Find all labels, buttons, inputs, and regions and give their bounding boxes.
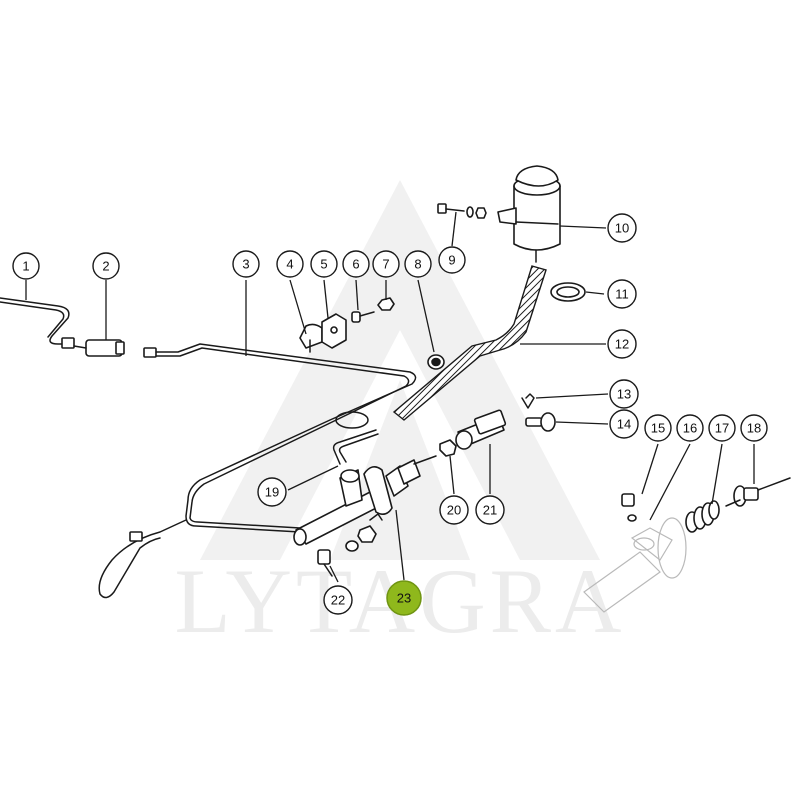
callout-14[interactable]: 14 [609,409,639,439]
part-1-pipe-second-wall [0,301,65,338]
callout-9[interactable]: 9 [438,246,466,274]
callout-6[interactable]: 6 [342,250,370,278]
svg-text:3: 3 [242,257,249,272]
svg-text:19: 19 [265,485,279,500]
callout-5[interactable]: 5 [310,250,338,278]
leader-15 [641,443,659,495]
callouts: 1 2 3 4 5 6 7 8 9 10 11 12 13 14 15 16 1… [12,213,768,616]
part-19-pipe-bend [332,429,377,465]
callout-22[interactable]: 22 [323,585,353,615]
svg-text:12: 12 [615,337,629,352]
callout-15[interactable]: 15 [644,414,672,442]
callout-23-highlighted[interactable]: 23 [386,580,422,616]
callout-1[interactable]: 1 [12,252,40,280]
leader-9 [451,211,457,247]
leader-4 [289,279,307,335]
part-9-bolt-set [437,203,487,219]
svg-text:20: 20 [447,503,461,518]
svg-text:9: 9 [448,253,455,268]
svg-text:1: 1 [22,259,29,274]
part-8-grommet [427,354,445,370]
part-14-clevis-pin [525,412,556,432]
part-10-fluid-reservoir [497,165,561,263]
callout-7[interactable]: 7 [372,250,400,278]
callout-16[interactable]: 16 [676,414,704,442]
callout-10[interactable]: 10 [607,213,637,243]
svg-text:4: 4 [286,257,293,272]
leader-8 [417,279,435,353]
callout-3[interactable]: 3 [232,250,260,278]
callout-11[interactable]: 11 [607,279,637,309]
leader-6 [355,279,359,311]
svg-text:11: 11 [615,287,629,302]
callout-13[interactable]: 13 [609,379,639,409]
part-5-clamp-block [321,313,347,349]
part-20-lock-nut [439,439,457,457]
part-3-clutch-pipe [98,343,417,599]
part-6-screw [351,311,375,323]
part-1-brake-pipe [0,297,71,345]
leader-23 [395,509,405,581]
svg-text:10: 10 [615,221,629,236]
part-7-nut [377,297,395,311]
leader-22 [329,565,339,583]
leader-5 [323,279,329,319]
svg-text:8: 8 [414,257,421,272]
svg-text:14: 14 [617,417,631,432]
part-18-pushrod [725,477,791,507]
callout-21[interactable]: 21 [475,495,505,525]
svg-text:17: 17 [715,421,729,436]
part-23-master-cylinder [293,455,437,546]
leader-11 [585,291,605,295]
leader-10 [559,225,607,229]
svg-text:21: 21 [483,503,497,518]
callout-8[interactable]: 8 [404,250,432,278]
callout-17[interactable]: 17 [708,414,736,442]
part-15-bleed-nipple [621,493,637,522]
part-12-hose [392,265,547,421]
leader-lines [25,211,755,583]
leader-16 [649,443,691,521]
callout-2[interactable]: 2 [92,252,120,280]
part-22-bolt-set [317,525,377,577]
part-2-union-connector [73,339,125,357]
svg-text:22: 22 [331,593,345,608]
svg-text:5: 5 [320,257,327,272]
svg-text:15: 15 [651,421,665,436]
callout-18[interactable]: 18 [740,414,768,442]
part-21-clevis-fork [455,409,507,450]
part-1-pipe-nut [61,337,75,349]
part-17-dust-boot [685,500,720,533]
leader-19 [287,465,339,491]
svg-text:16: 16 [683,421,697,436]
callout-4[interactable]: 4 [276,250,304,278]
leader-17 [711,443,723,505]
callout-12[interactable]: 12 [607,329,637,359]
part-19-pipe-bend-wall [338,433,379,463]
svg-text:23: 23 [397,591,411,606]
part-13-cotter-pin [521,393,535,409]
leader-13 [535,393,609,399]
svg-text:13: 13 [617,387,631,402]
part-16-cylinder-body [583,517,687,613]
svg-text:7: 7 [382,257,389,272]
svg-text:2: 2 [102,259,109,274]
svg-text:6: 6 [352,257,359,272]
leader-14 [555,421,609,425]
part-11-seal-ring [550,282,586,302]
callout-19[interactable]: 19 [257,477,287,507]
leader-20 [449,455,455,495]
watermark-triangle [200,180,600,560]
svg-text:18: 18 [747,421,761,436]
callout-20[interactable]: 20 [439,495,469,525]
